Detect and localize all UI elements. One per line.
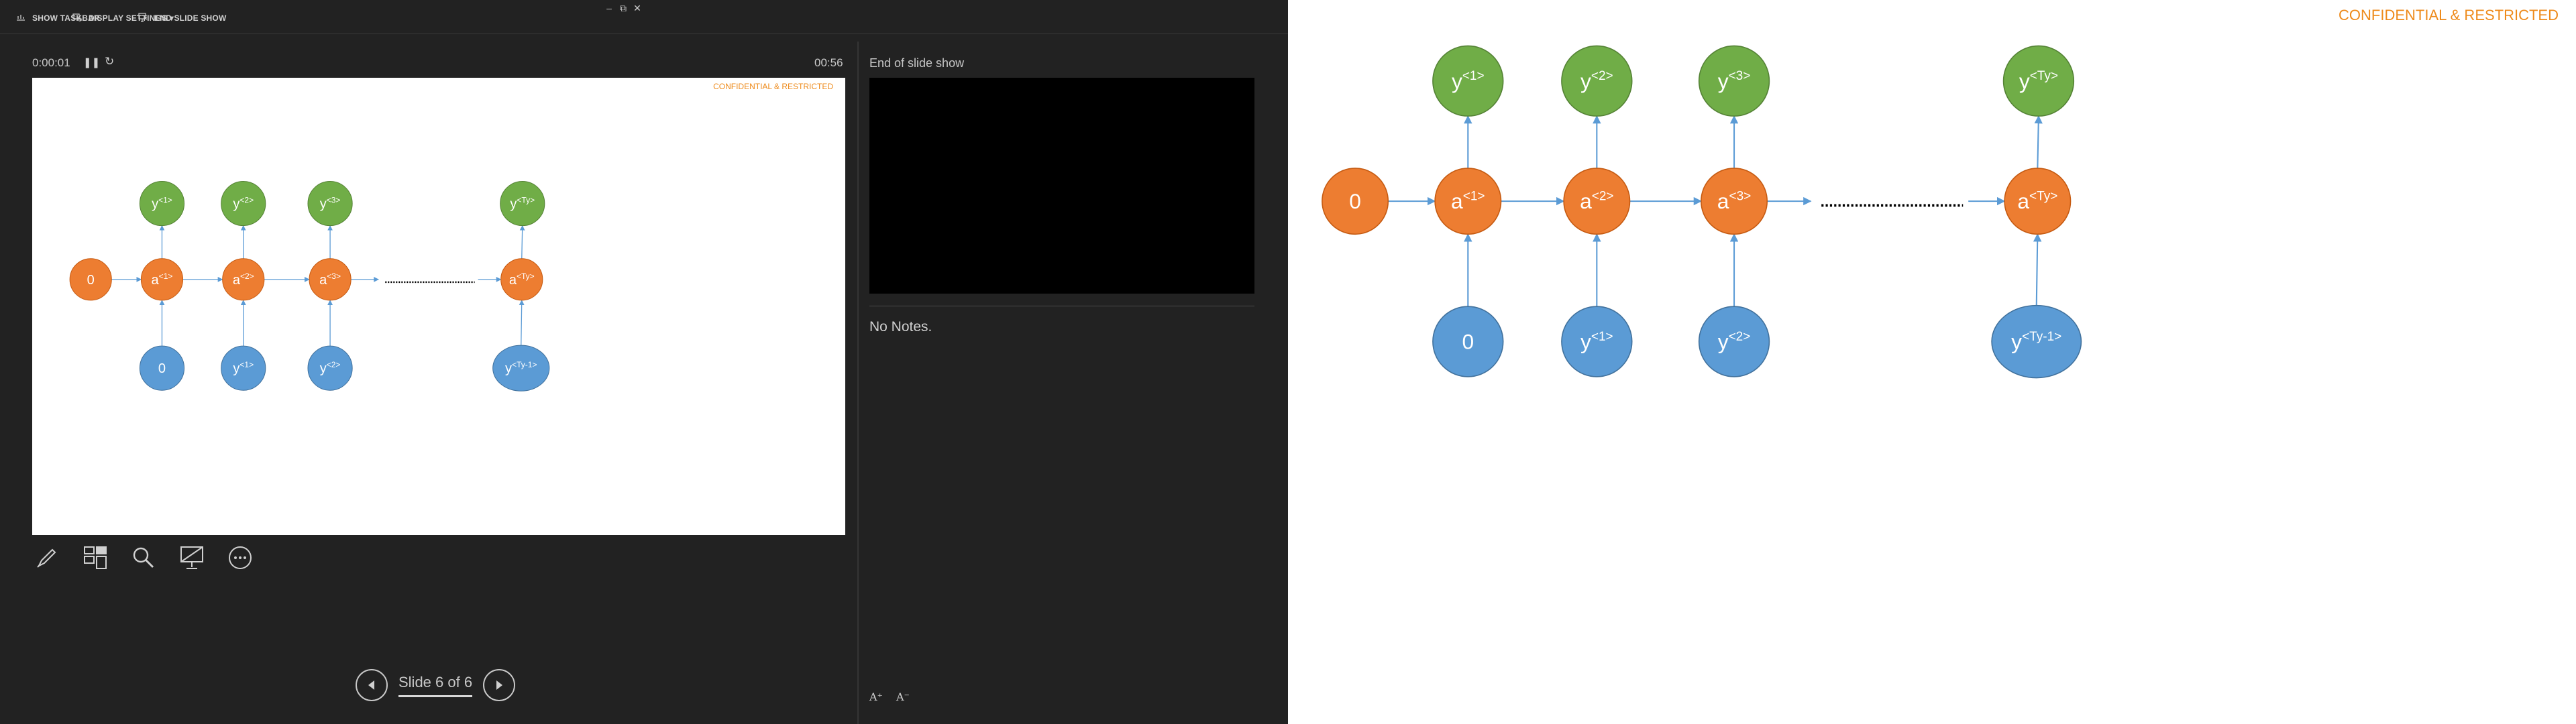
node-label-zero_in: 0 (1462, 330, 1474, 354)
zoom-icon[interactable] (129, 543, 158, 572)
node-label-y2: y<2> (1580, 69, 1613, 93)
node-label-y3: y<3> (320, 196, 341, 212)
display-settings-icon (72, 13, 82, 24)
node-y3 (1698, 45, 1770, 117)
rnn-diagram-small: 0 a<1> a<2> a<3> a<Ty> y<1> y<2> y<3> y<Ty> 0 y<1>… (69, 180, 550, 391)
elapsed-timer: 0:00:01 (32, 56, 70, 69)
node-y1 (139, 180, 185, 227)
slide-tools (32, 543, 255, 572)
node-label-yTy: y<Ty> (510, 196, 535, 212)
clock-time: 00:56 (814, 56, 843, 69)
presenter-toolbar: SHOW TASKBAR DISPLAY SETTINGS ▾ END SLID… (0, 0, 1288, 34)
node-a1 (1434, 168, 1502, 235)
node-yTy (2002, 45, 2075, 117)
decrease-font-button[interactable]: A⁻ (896, 690, 910, 703)
node-a2 (1563, 168, 1631, 235)
node-in_y2 (1698, 306, 1770, 377)
restore-button[interactable]: ⧉ (620, 3, 627, 13)
node-label-zero_init: 0 (87, 273, 95, 288)
node-label-zero_in: 0 (158, 361, 166, 376)
rnn-diagram: 0 a<1> a<2> a<3> a<Ty> y<1> y<2> y<3> y<Ty> 0 y<1>… (1322, 45, 2082, 379)
speaker-notes: No Notes. (869, 319, 932, 335)
taskbar-icon (16, 13, 25, 24)
node-zero_in (139, 345, 185, 391)
slide-counter[interactable]: Slide 6 of 6 (398, 674, 473, 697)
node-y3 (307, 180, 353, 227)
connection-arrow (2034, 115, 2043, 168)
node-label-a1: a<1> (152, 272, 173, 288)
current-slide-preview[interactable]: CONFIDENTIAL & RESTRICTED 0 a<1> a<2> a<3> a… (32, 78, 845, 535)
next-slide-label: End of slide show (869, 56, 965, 70)
display-settings-button[interactable]: DISPLAY SETTINGS ▾ (72, 11, 174, 25)
node-zero_init (1322, 168, 1389, 235)
node-label-aTy: a<Ty> (2017, 189, 2057, 213)
end-show-icon (138, 12, 148, 24)
node-y1 (1432, 45, 1504, 117)
pane-divider[interactable] (857, 42, 859, 724)
audience-slide-view: CONFIDENTIAL & RESTRICTED 0 a<1> a<2> a<3> a… (1288, 0, 2576, 724)
next-arrow-icon (496, 680, 503, 690)
minimize-button[interactable]: – (606, 3, 612, 13)
restart-timer-icon[interactable]: ↻ (105, 55, 115, 68)
node-label-a2: a<2> (233, 272, 254, 288)
confidential-label: CONFIDENTIAL & RESTRICTED (713, 82, 833, 91)
node-label-in_y2: y<2> (320, 360, 341, 376)
previous-slide-button[interactable] (356, 669, 388, 701)
pen-icon[interactable] (32, 543, 62, 572)
display-settings-label: DISPLAY SETTINGS ▾ (89, 13, 174, 23)
node-label-a3: a<3> (1717, 189, 1751, 213)
previous-arrow-icon (368, 680, 374, 690)
node-label-a3: a<3> (319, 272, 341, 288)
node-label-yTy: y<Ty> (2019, 69, 2058, 93)
node-label-in_y1: y<1> (1580, 330, 1613, 354)
show-taskbar-button[interactable]: SHOW TASKBAR (16, 11, 100, 25)
node-label-in_yTy1: y<Ty-1> (2011, 330, 2061, 354)
node-a2 (222, 258, 265, 301)
node-in_yTy1 (1991, 304, 2082, 379)
node-a3 (1701, 168, 1768, 235)
node-in_y1 (221, 345, 266, 391)
connection-arrow (519, 300, 525, 346)
node-y2 (221, 180, 266, 227)
node-y2 (1561, 45, 1633, 117)
node-aTy (500, 258, 543, 301)
close-button[interactable]: ✕ (633, 3, 641, 13)
black-screen-icon[interactable] (177, 543, 207, 572)
confidential-label: CONFIDENTIAL & RESTRICTED (2339, 7, 2559, 23)
notes-font-controls: A⁺ A⁻ (869, 690, 910, 703)
see-all-slides-icon[interactable] (80, 543, 110, 572)
end-slide-show-button[interactable]: END SLIDE SHOW (138, 11, 226, 25)
increase-font-button[interactable]: A⁺ (869, 690, 883, 703)
more-options-icon[interactable] (225, 543, 255, 572)
node-yTy (500, 180, 545, 227)
node-a3 (309, 258, 352, 301)
pause-timer-icon[interactable]: ❚❚ (83, 57, 101, 68)
connection-arrow (519, 225, 525, 259)
node-label-a1: a<1> (1451, 189, 1485, 213)
connection-arrow (2033, 233, 2042, 306)
node-label-in_y2: y<2> (1718, 330, 1751, 354)
node-in_y2 (307, 345, 353, 391)
next-slide-preview[interactable] (869, 78, 1254, 294)
node-label-zero_init: 0 (1349, 189, 1361, 213)
node-label-y1: y<1> (1452, 69, 1485, 93)
next-slide-button[interactable] (483, 669, 516, 701)
node-label-aTy: a<Ty> (509, 272, 535, 288)
show-taskbar-label: SHOW TASKBAR (32, 13, 100, 23)
node-zero_in (1432, 306, 1504, 377)
node-in_y1 (1561, 306, 1633, 377)
node-label-y3: y<3> (1718, 69, 1751, 93)
node-zero_init (69, 258, 112, 301)
presenter-view: SHOW TASKBAR DISPLAY SETTINGS ▾ END SLID… (0, 0, 1288, 724)
node-label-y2: y<2> (233, 196, 254, 212)
node-aTy (2004, 168, 2072, 235)
node-in_yTy1 (492, 345, 550, 391)
slide-navigation: Slide 6 of 6 (356, 669, 516, 701)
end-slide-show-label: END SLIDE SHOW (154, 13, 227, 23)
node-label-a2: a<2> (1580, 189, 1613, 213)
node-label-in_yTy1: y<Ty-1> (505, 360, 537, 376)
node-label-y1: y<1> (152, 196, 172, 212)
node-label-in_y1: y<1> (233, 360, 254, 376)
node-a1 (140, 258, 184, 301)
